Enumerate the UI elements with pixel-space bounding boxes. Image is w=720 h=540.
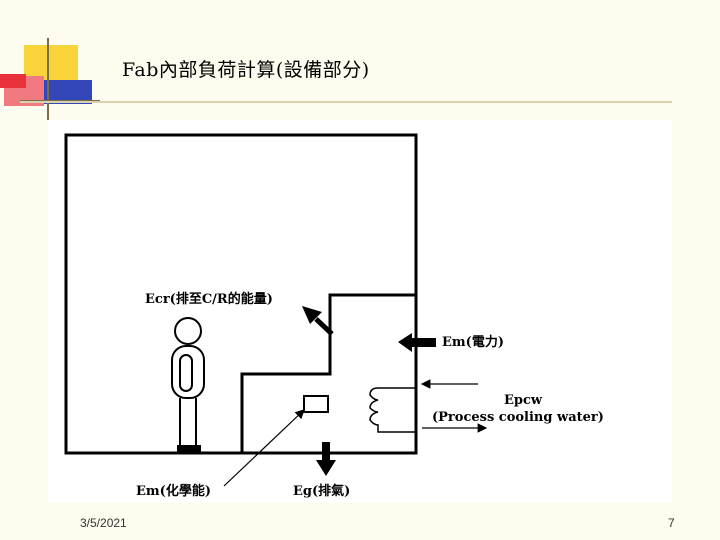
page-number: 7 [668,516,675,530]
cooling-coil [369,387,416,433]
energy-balance-diagram: Ecr(排至C/R的能量) Em(電力) Epcw (Process cooli… [64,133,604,499]
epcw-description-label: (Process cooling water) [432,410,604,425]
eg-exhaust-label: Eg(排氣) [293,483,350,499]
footer-date: 3/5/2021 [80,516,127,530]
em-chemical-label: Em(化學能) [136,483,211,499]
diagram-panel: Ecr(排至C/R的能量) Em(電力) Epcw (Process cooli… [48,120,672,503]
vertical-line-deco [47,38,49,120]
epcw-arrows-icon [420,379,488,433]
equipment-box [303,395,329,413]
epcw-label: Epcw [504,393,543,408]
title-divider [20,101,672,103]
equipment-outline [240,293,416,453]
slide-title: Fab內部負荷計算(設備部分) [122,59,370,81]
em-power-label: Em(電力) [442,334,504,350]
red-square-deco [0,74,26,88]
ecr-label: Ecr(排至C/R的能量) [145,291,273,307]
em-chemical-pointer-icon [223,409,305,487]
ecr-arrow-icon [302,306,334,336]
em-power-arrow-icon [398,333,436,352]
eg-exhaust-arrow-icon [316,442,336,476]
operator-figure-icon [171,317,205,454]
